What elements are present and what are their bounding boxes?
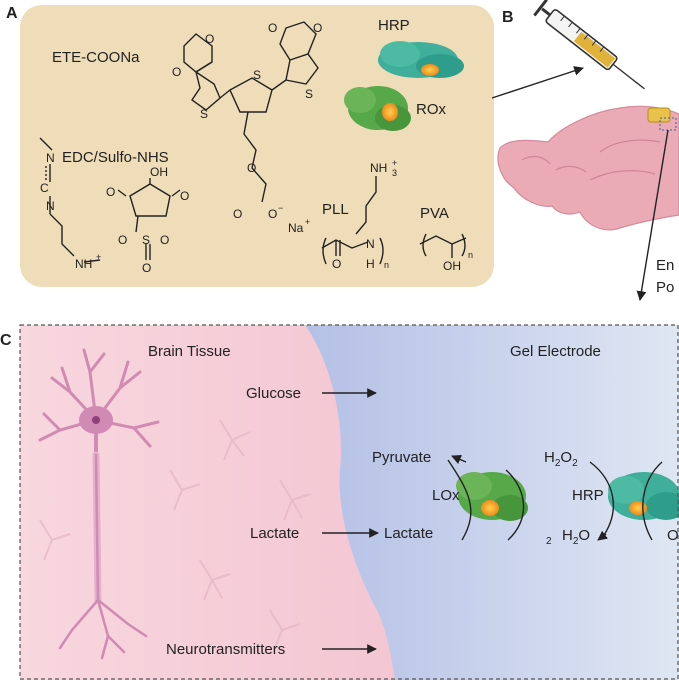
ete-coona-atoms: O O S S S O O O O O − Na + — [172, 21, 322, 235]
svg-text:+: + — [96, 252, 101, 262]
svg-text:NH: NH — [370, 161, 387, 175]
ete-coona-label: ETE-COONa — [52, 49, 140, 66]
svg-text:OH: OH — [150, 165, 168, 179]
hrp-label: HRP — [378, 17, 410, 34]
svg-text:O: O — [180, 189, 189, 203]
pyruvate-label: Pyruvate — [372, 449, 431, 466]
gel-electrode-label: Gel Electrode — [510, 343, 601, 360]
svg-text:O: O — [172, 65, 181, 79]
ete-coona-molecule — [183, 21, 319, 203]
edc-atoms: N C N NH + — [40, 151, 101, 271]
panel-c-letter: C — [0, 332, 12, 349]
panel-b-to-c-arrow — [636, 129, 669, 301]
panel-c-border — [19, 324, 679, 680]
neuron-illustration — [38, 348, 160, 660]
panel-b-label-line2: Po — [656, 279, 674, 296]
cut-off-label: O — [667, 527, 679, 544]
svg-text:O: O — [268, 21, 277, 35]
svg-text:O: O — [233, 207, 242, 221]
pva-label: PVA — [420, 205, 449, 222]
svg-text:3: 3 — [392, 168, 397, 178]
svg-text:+: + — [392, 158, 397, 168]
edc-molecule — [39, 137, 101, 263]
svg-text:O: O — [106, 185, 115, 199]
panel-c: C Brain Tissue Gel Electrode — [0, 324, 679, 680]
pyruvate-arrow — [451, 454, 467, 464]
svg-text:+: + — [305, 217, 310, 227]
hrp-curve-left — [589, 461, 615, 539]
brain-tissue-region — [20, 325, 395, 680]
svg-text:NH: NH — [75, 257, 92, 271]
svg-text:O: O — [118, 233, 127, 247]
rox-enzyme-icon — [344, 86, 411, 131]
panel-b-label-line1: En — [656, 257, 674, 274]
svg-text:N: N — [46, 199, 55, 213]
pll-label: PLL — [322, 201, 349, 218]
lox-label: LOx — [432, 487, 460, 504]
svg-text:S: S — [200, 107, 208, 121]
svg-text:H: H — [366, 257, 375, 271]
background-neurons — [39, 419, 311, 651]
pll-molecule — [321, 176, 384, 265]
panel-a-to-b-arrow — [491, 66, 584, 99]
neurotransmitters-label: Neurotransmitters — [166, 641, 285, 658]
hrp-c-label: HRP — [572, 487, 604, 504]
pva-atoms: OH n — [443, 250, 473, 273]
svg-text:−: − — [278, 203, 283, 213]
h2o-arrow — [597, 530, 608, 541]
panel-b-letter: B — [502, 9, 514, 26]
svg-text:O: O — [160, 233, 169, 247]
svg-text:Na: Na — [288, 221, 304, 235]
brain-illustration — [497, 105, 679, 231]
svg-text:O: O — [142, 261, 151, 275]
svg-text:O: O — [313, 21, 322, 35]
glucose-label: Glucose — [246, 385, 301, 402]
lox-curve-right — [505, 469, 525, 541]
pva-molecule — [419, 233, 467, 258]
edc-sulfo-nhs-label: EDC/Sulfo-NHS — [62, 149, 169, 166]
svg-text:O: O — [205, 32, 214, 46]
lox-curve-left — [447, 459, 472, 541]
svg-text:S: S — [305, 87, 313, 101]
h2o-label: H2O — [562, 527, 590, 547]
svg-text:O: O — [268, 207, 277, 221]
lactate-label-tissue: Lactate — [250, 525, 299, 542]
lactate-label-gel: Lactate — [384, 525, 433, 542]
svg-text:N: N — [366, 237, 375, 251]
svg-text:O: O — [247, 161, 256, 175]
hrp-curve-right — [642, 461, 663, 541]
pll-atoms: NH 3 + O N H n — [332, 158, 397, 271]
brain-tissue-label: Brain Tissue — [148, 343, 231, 360]
svg-text:S: S — [142, 233, 150, 247]
panel-a: A O O S S S O O O O O — [6, 5, 494, 287]
panel-b: B En Po — [491, 0, 679, 301]
stray-subscript: 2 — [546, 536, 552, 547]
svg-text:C: C — [40, 181, 49, 195]
rox-label: ROx — [416, 101, 447, 118]
syringe-icon — [533, 0, 645, 90]
svg-text:S: S — [253, 68, 261, 82]
neuron-nucleus — [92, 416, 100, 424]
hrp-enzyme-icon — [378, 41, 464, 78]
h2o2-label: H2O2 — [544, 449, 578, 469]
svg-text:OH: OH — [443, 259, 461, 273]
sulfo-nhs-atoms: OH O O O S O O — [106, 165, 189, 275]
panel-a-letter: A — [6, 5, 18, 22]
svg-text:N: N — [46, 151, 55, 165]
lox-enzyme-icon — [456, 472, 528, 521]
svg-text:O: O — [332, 257, 341, 271]
sulfo-nhs-molecule — [117, 178, 181, 260]
svg-text:n: n — [468, 250, 473, 260]
svg-text:n: n — [384, 260, 389, 270]
